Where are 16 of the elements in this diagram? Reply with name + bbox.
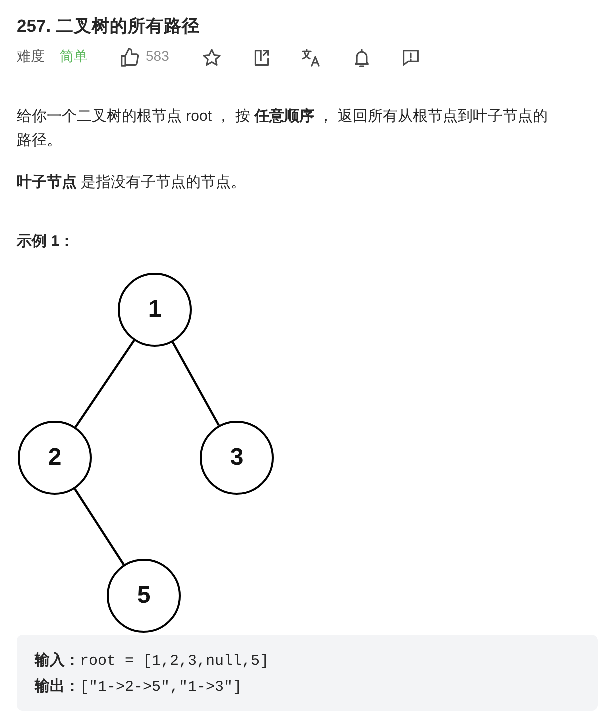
tree-edge bbox=[74, 340, 136, 428]
tree-node: 2 bbox=[18, 421, 92, 495]
like-count: 583 bbox=[146, 48, 170, 64]
tree-edge bbox=[74, 488, 125, 566]
example-input-text: 输入：root = [1,2,3,null,5] bbox=[35, 651, 270, 670]
definition-note: 叶子节点 是指没有子节点的节点。 bbox=[17, 173, 246, 193]
difficulty-level: 简单 bbox=[60, 48, 88, 66]
difficulty-label: 难度 bbox=[17, 48, 45, 66]
tree-node: 3 bbox=[200, 421, 274, 495]
tree-node: 1 bbox=[118, 273, 192, 347]
tree-edge bbox=[172, 342, 220, 426]
problem-description: 给你一个二叉树的根节点 root ， 按 任意顺序 ， 返回所有从根节点到叶子节点的路径。 bbox=[17, 107, 549, 151]
example-output-text: 输出：["1->2->5","1->3"] bbox=[35, 677, 242, 696]
tree-node: 5 bbox=[107, 559, 181, 633]
example-heading: 示例 1： bbox=[17, 232, 75, 251]
page-title: 257. 二叉树的所有路径 bbox=[17, 15, 200, 38]
